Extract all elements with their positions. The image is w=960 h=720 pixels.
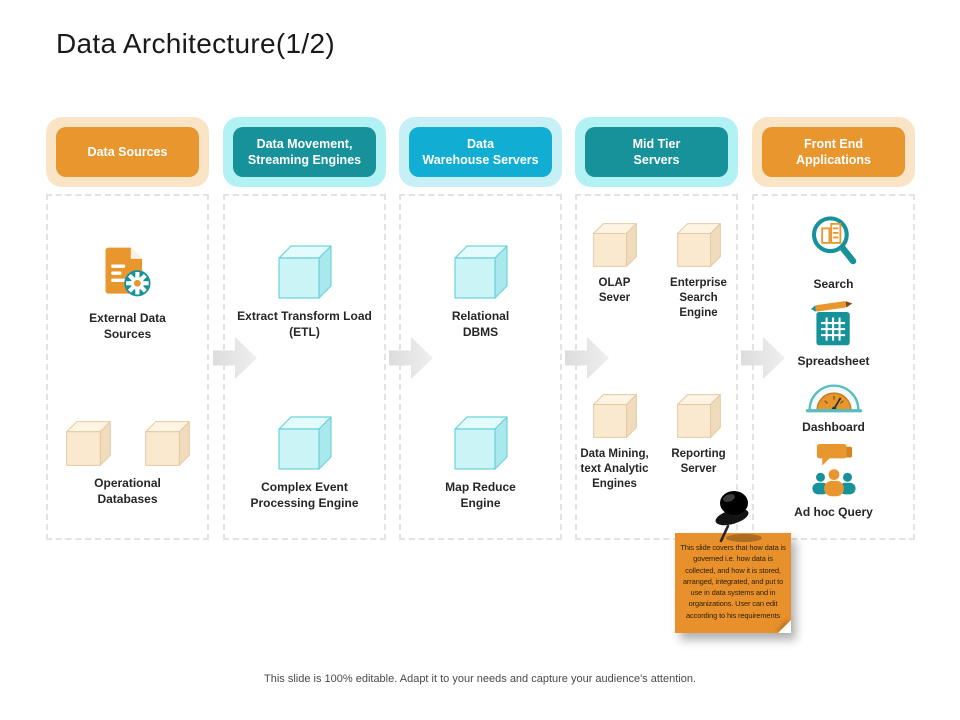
column-body-data-sources: External Data Sources Operational Databa… xyxy=(46,194,209,540)
item-label: Relational DBMS xyxy=(451,309,510,339)
item-cep-engine: Complex Event Processing Engine xyxy=(225,367,384,538)
dashboard-icon xyxy=(805,384,862,413)
cube-icon xyxy=(144,421,190,466)
column-header-front-end: Front End Applications xyxy=(752,117,915,187)
column-header-label: Data Movement, Streaming Engines xyxy=(233,127,376,177)
item-label: External Data Sources xyxy=(89,311,166,341)
item-enterprise-search: Enterprise Search Engine xyxy=(662,222,736,321)
sticky-note: This slide covers that how data is gover… xyxy=(675,533,791,633)
column-header-label: Data Sources xyxy=(56,127,199,177)
mid-tier-bottom-row: Data Mining, text Analytic Engines Repor… xyxy=(577,367,736,538)
item-dashboard: Dashboard xyxy=(802,375,865,436)
slide-title: Data Architecture(1/2) xyxy=(56,28,335,59)
cube-icon xyxy=(277,416,332,471)
item-label: Search xyxy=(813,277,854,291)
item-relational-dbms: Relational DBMS xyxy=(401,196,560,367)
cube-pair xyxy=(65,420,191,467)
item-label: Ad hoc Query xyxy=(794,504,873,519)
item-label: Spreadsheet xyxy=(797,353,870,368)
item-label: OLAP Sever xyxy=(598,277,631,304)
item-label: Map Reduce Engine xyxy=(445,480,516,510)
column-header-mid-tier: Mid Tier Servers xyxy=(575,117,738,187)
cube-icon xyxy=(453,416,508,471)
column-front-end: Front End Applications Search xyxy=(752,117,915,540)
column-body-front-end: Search Spreadsheet xyxy=(752,194,915,540)
column-body-data-warehouse: Relational DBMS Map Reduce Engine xyxy=(399,194,562,540)
column-header-data-warehouse: Data Warehouse Servers xyxy=(399,117,562,187)
cube-icon xyxy=(592,223,637,267)
item-label: Extract Transform Load (ETL) xyxy=(237,309,372,339)
document-gear-icon xyxy=(105,248,150,297)
item-olap-server: OLAP Sever xyxy=(578,222,652,306)
item-label: Operational Databases xyxy=(94,475,161,506)
item-label: Dashboard xyxy=(802,420,865,435)
item-map-reduce: Map Reduce Engine xyxy=(401,367,560,538)
cube-icon xyxy=(65,421,111,466)
item-adhoc-query: Ad hoc Query xyxy=(794,442,873,521)
item-etl: Extract Transform Load (ETL) xyxy=(225,196,384,367)
cube-icon xyxy=(676,394,721,438)
adhoc-query-icon xyxy=(811,443,856,496)
item-label: Enterprise Search Engine xyxy=(670,277,727,319)
column-header-data-sources: Data Sources xyxy=(46,117,209,187)
spreadsheet-icon xyxy=(810,300,852,345)
column-body-mid-tier: OLAP Sever Enterprise Search Engine Data… xyxy=(575,194,738,540)
item-data-mining: Data Mining, text Analytic Engines xyxy=(578,393,652,492)
column-header-label: Data Warehouse Servers xyxy=(409,127,552,177)
column-data-movement: Data Movement, Streaming Engines Extract… xyxy=(223,117,386,540)
column-data-sources: Data Sources xyxy=(46,117,209,540)
sticky-note-text: This slide covers that how data is gover… xyxy=(680,543,786,620)
item-external-data-sources: External Data Sources xyxy=(48,196,207,367)
item-operational-databases: Operational Databases xyxy=(48,367,207,538)
cube-icon xyxy=(676,223,721,267)
search-icon xyxy=(811,216,856,265)
cube-icon xyxy=(277,245,332,300)
column-mid-tier: Mid Tier Servers OLAP Sever Enterprise S… xyxy=(575,117,738,540)
item-reporting-server: Reporting Server xyxy=(662,393,736,477)
item-search: Search xyxy=(806,212,862,293)
item-label: Complex Event Processing Engine xyxy=(250,480,359,510)
cube-icon xyxy=(592,394,637,438)
footer-note: This slide is 100% editable. Adapt it to… xyxy=(264,673,696,685)
pushpin-icon xyxy=(715,491,762,543)
column-data-warehouse: Data Warehouse Servers Relational DBMS M… xyxy=(399,117,562,540)
cube-icon xyxy=(453,245,508,300)
column-header-label: Front End Applications xyxy=(762,127,905,177)
column-header-data-movement: Data Movement, Streaming Engines xyxy=(223,117,386,187)
item-spreadsheet: Spreadsheet xyxy=(797,299,870,370)
mid-tier-top-row: OLAP Sever Enterprise Search Engine xyxy=(577,196,736,367)
item-label: Data Mining, text Analytic Engines xyxy=(580,448,649,490)
column-header-label: Mid Tier Servers xyxy=(585,127,728,177)
item-label: Reporting Server xyxy=(671,448,726,475)
column-body-data-movement: Extract Transform Load (ETL) Complex Eve… xyxy=(223,194,386,540)
